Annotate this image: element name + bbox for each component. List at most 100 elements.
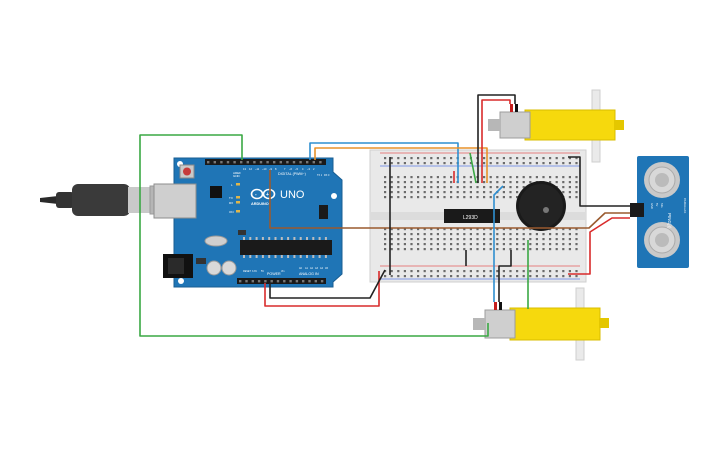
wire-brown xyxy=(269,170,630,229)
header-pin-hole xyxy=(289,280,292,283)
breadboard-hole xyxy=(502,228,505,231)
breadboard-hole xyxy=(568,176,571,179)
breadboard-hole xyxy=(535,157,538,160)
breadboard-hole xyxy=(403,238,406,241)
header-pin-hole xyxy=(283,280,286,283)
rx-led xyxy=(236,201,240,204)
pin-label-5: ~5 xyxy=(295,167,299,171)
header-pin-hole xyxy=(259,161,263,164)
v5-label: 5V xyxy=(261,270,264,273)
breadboard-hole xyxy=(450,181,453,184)
breadboard-hole xyxy=(516,228,519,231)
chip-pin xyxy=(274,237,277,240)
breadboard-hole xyxy=(516,243,519,246)
header-pin-hole xyxy=(308,280,311,283)
breadboard-hole xyxy=(463,248,466,251)
breadboard-hole xyxy=(502,275,505,278)
breadboard-hole xyxy=(410,176,413,179)
breadboard-hole xyxy=(430,228,433,231)
breadboard-hole xyxy=(403,176,406,179)
wire-black-sensor xyxy=(568,156,630,207)
chip-pin xyxy=(299,255,302,258)
ultrasonic-sensor: PING))) PARALLAX GND 5V SIG xyxy=(630,156,689,268)
breadboard-hole xyxy=(450,238,453,241)
breadboard-hole xyxy=(469,275,472,278)
breadboard-hole xyxy=(489,228,492,231)
breadboard-hole xyxy=(417,181,420,184)
breadboard-hole xyxy=(436,275,439,278)
breadboard-hole xyxy=(502,270,505,273)
breadboard-hole xyxy=(489,181,492,184)
header-pin-hole xyxy=(253,161,256,164)
chip-pin xyxy=(287,255,290,258)
breadboard-hole xyxy=(542,233,545,236)
chip-pin xyxy=(306,237,308,240)
breadboard-hole xyxy=(456,191,459,194)
breadboard-hole xyxy=(496,196,499,199)
breadboard-hole xyxy=(397,162,400,165)
breadboard-hole xyxy=(469,238,472,241)
breadboard-hole xyxy=(390,238,393,241)
breadboard-hole xyxy=(436,233,439,236)
breadboard-hole xyxy=(483,275,486,278)
header-pin-hole xyxy=(220,161,223,164)
pin-label-2: 2 xyxy=(313,167,315,171)
breadboard-hole xyxy=(496,157,499,160)
breadboard-hole xyxy=(430,186,433,189)
mounting-hole xyxy=(178,278,184,284)
sensor-pin-5v: 5V xyxy=(655,203,659,206)
header-pin-hole xyxy=(295,280,299,283)
sensor-pin-gnd: GND xyxy=(650,203,654,209)
breadboard-hole xyxy=(403,196,406,199)
breadboard-hole xyxy=(430,157,433,160)
wire-black-motor-top xyxy=(477,94,516,183)
pin-label-1: TX 1 xyxy=(317,174,323,177)
breadboard-hole xyxy=(542,162,545,165)
breadboard-hole xyxy=(555,157,558,160)
breadboard-hole xyxy=(502,243,505,246)
breadboard-hole xyxy=(397,181,400,184)
breadboard-hole xyxy=(450,196,453,199)
usb-port xyxy=(153,183,197,219)
breadboard-hole xyxy=(397,196,400,199)
breadboard-hole xyxy=(502,186,505,189)
on-led xyxy=(236,210,240,213)
breadboard-hole xyxy=(443,191,446,194)
breadboard-hole xyxy=(489,191,492,194)
breadboard-hole xyxy=(384,238,387,241)
breadboard-hole xyxy=(575,238,578,241)
breadboard-hole xyxy=(463,162,466,165)
breadboard-hole xyxy=(529,270,532,273)
breadboard-hole xyxy=(410,233,413,236)
breadboard-hole xyxy=(516,176,519,179)
breadboard-hole xyxy=(555,248,558,251)
breadboard-hole xyxy=(417,228,420,231)
breadboard-hole xyxy=(549,248,552,251)
breadboard-hole xyxy=(476,243,479,246)
breadboard-hole xyxy=(542,176,545,179)
breadboard-hole xyxy=(549,233,552,236)
breadboard-hole xyxy=(568,157,571,160)
breadboard-hole xyxy=(423,243,426,246)
breadboard-hole xyxy=(430,196,433,199)
header-pin-hole xyxy=(306,161,309,164)
breadboard-hole xyxy=(476,186,479,189)
breadboard-hole xyxy=(384,186,387,189)
pin-label-13: 13 xyxy=(243,167,246,171)
chip-pin xyxy=(318,237,321,240)
breadboard-hole xyxy=(390,228,393,231)
breadboard-hole xyxy=(384,162,387,165)
crystal xyxy=(204,235,228,247)
pin-label-11: ~11 xyxy=(255,167,260,171)
pin-label-8: 8 xyxy=(275,167,277,171)
chip-pin xyxy=(261,255,264,258)
chip-pin xyxy=(243,255,245,258)
breadboard-hole xyxy=(469,181,472,184)
breadboard-hole xyxy=(417,248,420,251)
breadboard-hole xyxy=(469,196,472,199)
breadboard-hole xyxy=(555,162,558,165)
breadboard-hole xyxy=(390,248,393,251)
breadboard-hole xyxy=(397,233,400,236)
breadboard-hole xyxy=(397,275,400,278)
chip-pin xyxy=(268,237,271,240)
